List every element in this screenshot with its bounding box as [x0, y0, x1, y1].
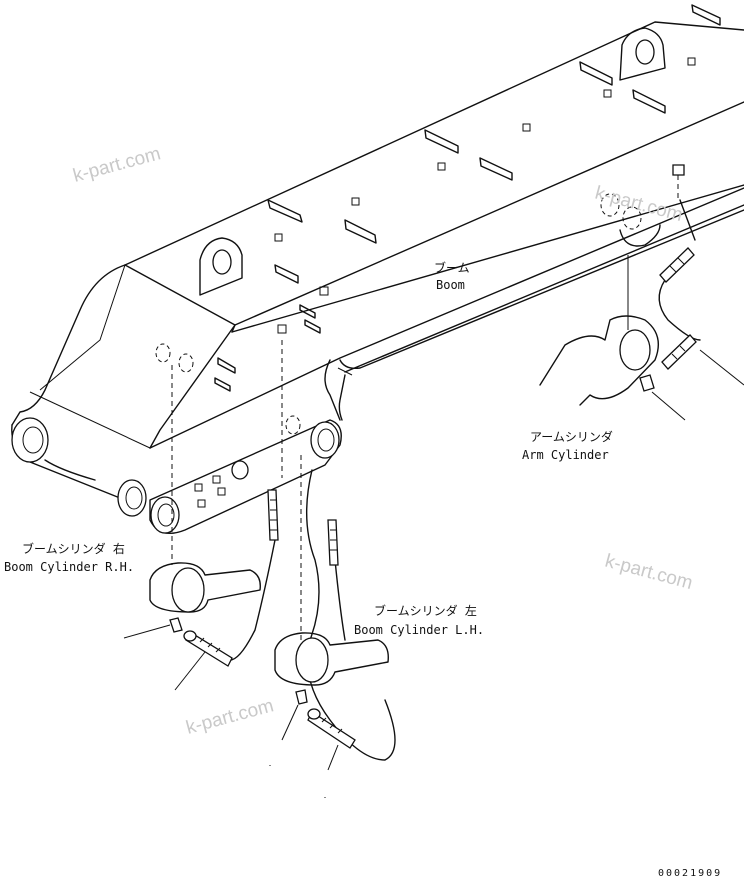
- boom-cylinder-lh-label-en: Boom Cylinder L.H.: [354, 623, 484, 637]
- part-labels: ブーム Boom アームシリンダ Arm Cylinder ブームシリンダ 右 …: [4, 260, 613, 637]
- pipe-clamps: [214, 4, 721, 392]
- boom-cylinder-lh-label-jp: ブームシリンダ 左: [374, 603, 477, 618]
- boom-label-en: Boom: [436, 278, 465, 292]
- watermark: k-part.com: [71, 143, 163, 187]
- boom-cylinder-rh-label-jp: ブームシリンダ 右: [22, 541, 125, 556]
- arm-cylinder-label-jp: アームシリンダ: [530, 429, 613, 444]
- watermark: k-part.com: [184, 695, 276, 739]
- watermark: k-part.com: [593, 183, 685, 227]
- boom-cylinder-rh-label-en: Boom Cylinder R.H.: [4, 560, 134, 574]
- center-lines: [155, 175, 679, 640]
- grease-hoses: [229, 164, 701, 761]
- arm-cylinder: [539, 224, 744, 421]
- drawing-code: 00021909: [658, 868, 722, 879]
- boom-cylinder-lh: [269, 632, 389, 798]
- boom-cylinder-rh: [123, 562, 261, 691]
- boom-label-jp: ブーム: [434, 260, 470, 275]
- watermark: k-part.com: [603, 551, 695, 595]
- boom-body: [11, 4, 744, 534]
- arm-cylinder-label-en: Arm Cylinder: [522, 448, 609, 462]
